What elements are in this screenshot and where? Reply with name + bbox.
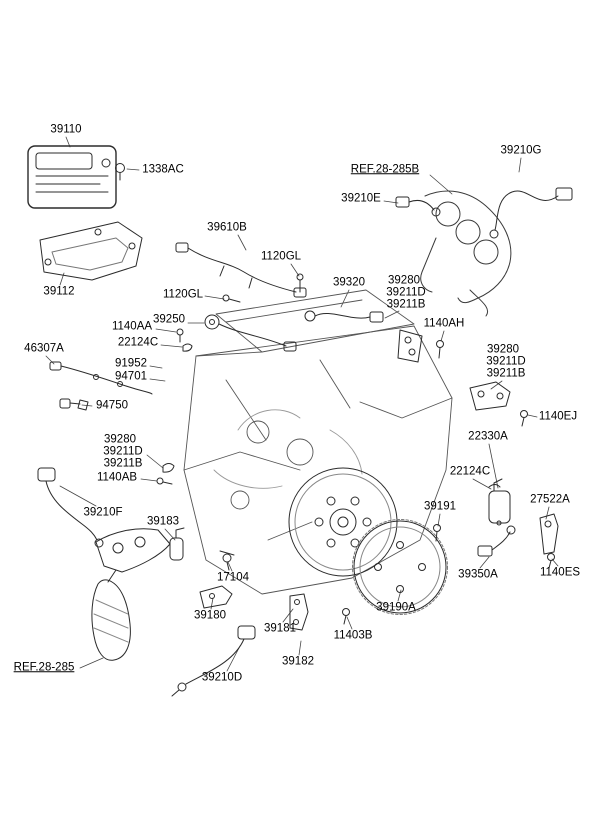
oxygen-sensor-39210e [395, 196, 441, 217]
bolt-1120gl-2 [222, 294, 241, 303]
part-label-1120gl-2: 1120GL [162, 288, 204, 301]
part-label-39210e: 39210E [341, 192, 381, 205]
part-label-39182: 39182 [282, 655, 314, 668]
bolt-1140ah [436, 340, 444, 359]
condenser-39183 [169, 527, 185, 561]
part-label-39191: 39191 [424, 500, 456, 513]
part-label-91952: 91952 [115, 357, 147, 370]
oxygen-sensor-39210d [171, 625, 256, 697]
part-label-39211b: 39211B [386, 298, 426, 311]
bolt-1140ej [520, 410, 528, 427]
part-label-39190a: 39190A [376, 601, 416, 614]
part-label-39211d-3: 39211D [103, 445, 143, 458]
part-label-1140ej: 1140EJ [538, 410, 578, 423]
part-label-1140ah: 1140AH [423, 317, 465, 330]
bolt-11403b [342, 608, 350, 625]
part-label-39210g: 39210G [500, 144, 542, 157]
ecu-module-39110 [27, 145, 117, 209]
part-label-46307a: 46307A [24, 342, 64, 355]
part-label-39210d: 39210D [201, 671, 243, 684]
condenser-22330a [488, 478, 511, 526]
oil-pressure-switch-94750 [59, 398, 89, 411]
part-label-39320: 39320 [333, 276, 365, 289]
part-label-ref-28-285b[interactable]: REF.28-285B [350, 163, 420, 176]
sensor-39350a [477, 525, 516, 557]
leader-lines [45, 136, 559, 672]
oxygen-sensor-39210f [37, 467, 104, 548]
bolt-1120gl-1 [296, 273, 304, 293]
part-label-39211b-2: 39211B [486, 367, 526, 380]
part-label-22124c-2: 22124C [449, 465, 491, 478]
part-label-39110: 39110 [50, 123, 82, 136]
part-label-39181: 39181 [264, 622, 296, 635]
bolt-1140aa [176, 328, 184, 343]
clip-stack-left-39280 [162, 463, 175, 473]
bolt-39191 [433, 524, 441, 542]
knock-sensor-39250 [204, 314, 297, 352]
ecu-bracket-39112 [39, 221, 143, 281]
part-label-27522a: 27522A [530, 493, 570, 506]
bracket-39180 [199, 585, 233, 609]
sensor-bracket-mid-39280 [397, 329, 423, 363]
clip-22124c-right [488, 484, 501, 488]
part-label-1120gl: 1120GL [260, 250, 302, 263]
part-label-1140es: 1140ES [539, 566, 581, 579]
part-label-39183: 39183 [147, 515, 179, 528]
part-label-39112: 39112 [43, 285, 75, 298]
hose-46307a [49, 361, 153, 395]
part-label-39211d: 39211D [386, 286, 426, 299]
part-label-22124c: 22124C [117, 336, 159, 349]
sensor-17104 [219, 550, 235, 571]
part-label-39610b: 39610B [207, 221, 247, 234]
bracket-27522a [539, 513, 559, 555]
bolt-1338ac [115, 163, 125, 181]
part-label-39211d-2: 39211D [486, 355, 526, 368]
sensor-bracket-right-39280 [469, 381, 511, 411]
part-label-39250: 39250 [153, 313, 185, 326]
bolt-1140ab [156, 477, 173, 485]
sensor-39320 [304, 310, 384, 323]
part-label-22330a: 22330A [468, 430, 508, 443]
part-label-39280-3: 39280 [104, 433, 136, 446]
part-label-39280: 39280 [388, 274, 420, 287]
part-label-1140aa: 1140AA [111, 320, 153, 333]
drive-plate-39190a [352, 519, 448, 615]
part-label-39280-2: 39280 [487, 343, 519, 356]
part-label-1338ac: 1338AC [142, 163, 184, 176]
part-label-39211b-3: 39211B [103, 457, 143, 470]
part-label-94750: 94750 [96, 399, 128, 412]
exhaust-manifold-right [420, 190, 512, 317]
bolt-1140es [547, 553, 555, 569]
part-label-39180: 39180 [194, 609, 226, 622]
part-label-39210f: 39210F [83, 506, 123, 519]
part-label-ref-28-285[interactable]: REF.28-285 [13, 661, 75, 674]
part-label-17104: 17104 [217, 571, 249, 584]
engine-block [183, 289, 453, 595]
bracket-39181-39182 [289, 593, 309, 631]
part-label-1140ab: 1140AB [96, 471, 138, 484]
part-label-94701: 94701 [115, 370, 147, 383]
part-label-11403b: 11403B [333, 629, 373, 642]
catalytic-converter [91, 569, 131, 661]
oxygen-sensor-39210g [489, 187, 573, 239]
clip-22124c-left [182, 343, 193, 352]
part-label-39350a: 39350A [458, 568, 498, 581]
